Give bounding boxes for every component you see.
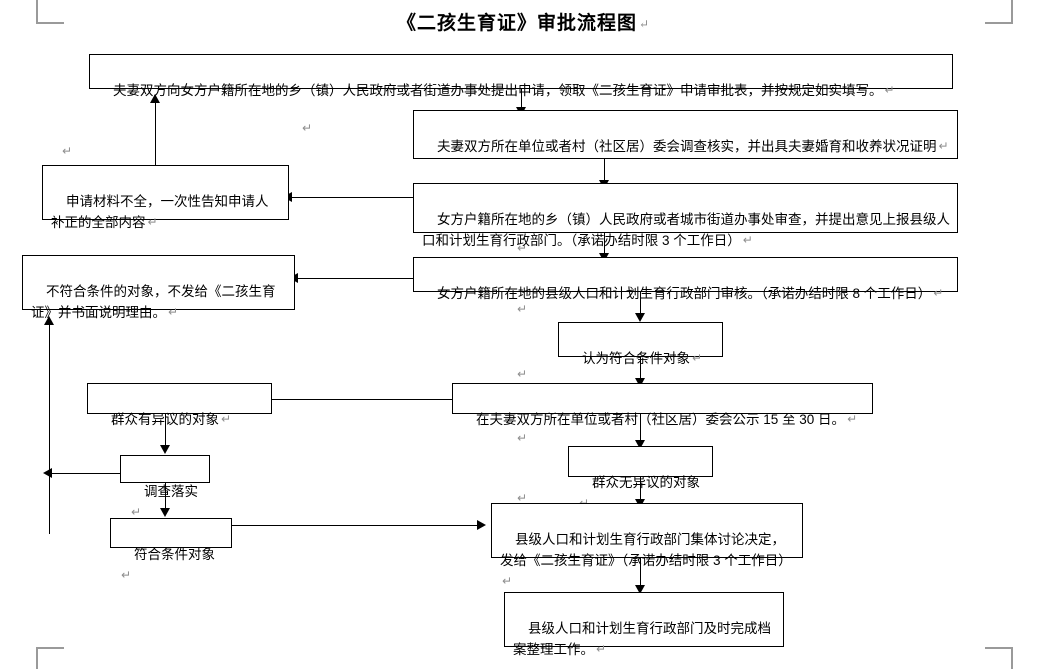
paragraph-mark: ↵ [131, 505, 142, 519]
node-incomplete-material[interactable]: 申请材料不全，一次性告知申请人补正的全部内容↵ [42, 165, 289, 230]
node-no-objection-label: 群众无异议的对象 [592, 475, 701, 490]
edge-issue-archive [640, 558, 641, 588]
page-corner-mark-top-right [985, 0, 1013, 24]
edge-investigate-qualified [165, 482, 166, 511]
node-qualified-label: 符合条件对象 [134, 547, 216, 562]
node-county-audit[interactable]: 女方户籍所在地的县级人口和计划生育行政部门审核。（承诺办结时限 8 个工作日）↵ [413, 257, 958, 301]
paragraph-mark: ↵ [221, 412, 232, 426]
paragraph-mark-canvas-7: ↵ [517, 491, 528, 505]
edge-county-deemed-arrowhead [635, 313, 645, 322]
paragraph-mark: ↵ [638, 17, 651, 31]
page-title-text: 《二孩生育证》审批流程图 [396, 12, 637, 34]
paragraph-mark: ↵ [884, 83, 895, 97]
edge-qualified-issue [232, 525, 478, 526]
node-verify[interactable]: 夫妻双方所在单位或者村（社区居）委会调查核实，并出具夫妻婚育和收养状况证明↵ [413, 110, 958, 159]
node-qualified[interactable]: 符合条件对象↵ [110, 518, 232, 582]
node-apply-label: 夫妻双方向女方户籍所在地的乡（镇）人民政府或者街道办事处提出申请，领取《二孩生育… [113, 83, 883, 98]
node-objection-label: 群众有异议的对象 [111, 412, 220, 427]
paragraph-mark: ↵ [596, 642, 607, 656]
page-corner-mark-bottom-left [36, 647, 64, 669]
paragraph-mark: ↵ [847, 412, 858, 426]
node-objection[interactable]: 群众有异议的对象↵ [87, 383, 272, 427]
node-archive-label: 县级人口和计划生育行政部门及时完成档案整理工作。 [513, 621, 772, 657]
edge-noobjection-issue [640, 477, 641, 503]
node-incomplete-material-label: 申请材料不全，一次性告知申请人补正的全部内容 [51, 194, 269, 230]
edge-investigate-notqualified-arrowhead-left [43, 468, 52, 478]
edge-county-notqualified [295, 278, 413, 279]
page-corner-mark-top-left [36, 0, 64, 24]
paragraph-mark-canvas-4: ↵ [517, 302, 528, 316]
edge-investigate-qualified-arrowhead [160, 508, 170, 517]
paragraph-mark: ↵ [933, 286, 944, 300]
node-county-audit-label: 女方户籍所在地的县级人口和计划生育行政部门审核。（承诺办结时限 8 个工作日） [437, 286, 932, 301]
edge-objection-investigate [165, 414, 166, 448]
paragraph-mark: ↵ [938, 139, 949, 153]
node-issue-permit-label: 县级人口和计划生育行政部门集体讨论决定，发给《二孩生育证》（承诺办结时限 3 个… [500, 532, 792, 568]
edge-verify-township [604, 158, 605, 183]
node-issue-permit[interactable]: 县级人口和计划生育行政部门集体讨论决定，发给《二孩生育证》（承诺办结时限 3 个… [491, 503, 803, 588]
node-apply[interactable]: 夫妻双方向女方户籍所在地的乡（镇）人民政府或者街道办事处提出申请，领取《二孩生育… [89, 54, 953, 98]
edge-investigate-notqualified-vertical [49, 322, 50, 534]
node-investigate-label: 调查落实 [144, 484, 199, 499]
node-deemed-qualified-label: 认为符合条件对象 [582, 351, 691, 366]
paragraph-mark-canvas-3: ↵ [517, 242, 527, 254]
paragraph-mark: ↵ [502, 574, 513, 588]
page-corner-mark-bottom-right [985, 647, 1013, 669]
paragraph-mark: ↵ [121, 568, 132, 582]
edge-apply-verify [521, 88, 522, 109]
node-deemed-qualified[interactable]: 认为符合条件对象↵ [558, 322, 723, 366]
edge-deemed-notice [640, 357, 641, 383]
node-no-objection[interactable]: 群众无异议的对象↵ [568, 446, 713, 510]
edge-incomplete-apply-arrowhead [150, 94, 160, 103]
edge-notice-noobjection [640, 414, 641, 444]
edge-incomplete-apply [155, 100, 156, 176]
node-not-qualified[interactable]: 不符合条件的对象，不发给《二孩生育证》并书面说明理由。↵ [22, 255, 295, 320]
node-investigate[interactable]: 调查落实↵ [120, 455, 210, 519]
node-verify-label: 夫妻双方所在单位或者村（社区居）委会调查核实，并出具夫妻婚育和收养状况证明 [437, 139, 937, 154]
edge-issue-archive-arrowhead [635, 585, 645, 594]
edge-objection-investigate-arrowhead [160, 445, 170, 454]
paragraph-mark-canvas-5: ↵ [517, 367, 528, 381]
edge-township-county [604, 232, 605, 256]
paragraph-mark: ↵ [168, 305, 179, 319]
node-not-qualified-label: 不符合条件的对象，不发给《二孩生育证》并书面说明理由。 [31, 284, 276, 320]
node-archive[interactable]: 县级人口和计划生育行政部门及时完成档案整理工作。↵ [504, 592, 784, 657]
edge-deemed-notice-arrowhead [635, 378, 645, 387]
paragraph-mark-canvas-2: ↵ [62, 144, 73, 158]
node-township-review[interactable]: 女方户籍所在地的乡（镇）人民政府或者城市街道办事处审查，并提出意见上报县级人口和… [413, 183, 958, 248]
paragraph-mark-canvas-1: ↵ [302, 121, 313, 135]
paragraph-mark: ↵ [742, 233, 753, 247]
edge-township-incomplete [289, 197, 413, 198]
paragraph-mark: ↵ [147, 215, 158, 229]
edge-notice-objection [272, 399, 452, 400]
edge-qualified-issue-arrowhead [477, 520, 486, 530]
edge-county-deemed [640, 292, 641, 317]
edge-investigate-notqualified-horizontal [49, 473, 120, 474]
node-public-notice[interactable]: 在夫妻双方所在单位或者村（社区居）委会公示 15 至 30 日。↵ [452, 383, 873, 427]
paragraph-mark: ↵ [692, 351, 703, 365]
node-public-notice-label: 在夫妻双方所在单位或者村（社区居）委会公示 15 至 30 日。 [476, 412, 846, 427]
paragraph-mark-canvas-6: ↵ [517, 431, 528, 445]
edge-notice-noobjection-arrowhead [635, 440, 645, 449]
edge-investigate-notqualified-arrowhead-up [44, 316, 54, 325]
page-title: 《二孩生育证》审批流程图↵ [0, 8, 1047, 35]
node-township-review-label: 女方户籍所在地的乡（镇）人民政府或者城市街道办事处审查，并提出意见上报县级人口和… [422, 212, 951, 248]
